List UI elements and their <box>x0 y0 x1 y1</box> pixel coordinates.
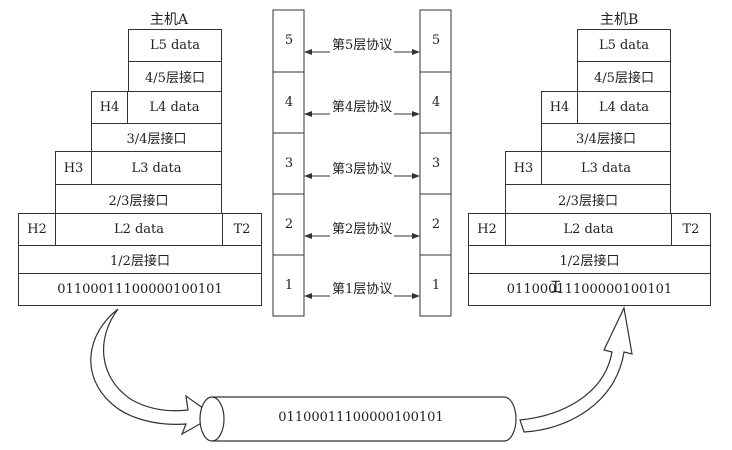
left-layer-3: 3 <box>284 156 294 171</box>
host-a-h3: H3 <box>55 151 92 185</box>
protocol-label-5: 第5层协议 <box>330 34 395 53</box>
host-b-h2: H2 <box>468 213 506 246</box>
left-layer-4: 4 <box>284 95 294 110</box>
right-layer-column <box>419 9 452 317</box>
medium-tube <box>212 396 517 442</box>
host-b-l2-data: L2 data <box>505 213 672 246</box>
protocol-label-3: 第3层协议 <box>330 158 395 177</box>
host-a-l3-data: L3 data <box>91 151 222 185</box>
host-a-if45: 4/5层接口 <box>128 61 222 92</box>
host-a-l4-data: L4 data <box>127 91 222 124</box>
right-layer-3: 3 <box>431 156 441 171</box>
right-layer-5: 5 <box>431 33 441 48</box>
host-a-if23: 2/3层接口 <box>55 184 222 214</box>
host-b-if45: 4/5层接口 <box>577 61 671 92</box>
host-b-l3-data: L3 data <box>541 151 671 185</box>
host-b-bitstream: 01100011100000100101 <box>468 273 711 306</box>
host-a-title: 主机A <box>150 12 189 28</box>
protocol-label-2: 第2层协议 <box>330 218 395 237</box>
host-a-t2: T2 <box>222 213 262 246</box>
protocol-label-1: 第1层协议 <box>330 278 395 297</box>
right-layer-4: 4 <box>431 95 441 110</box>
left-layer-column <box>272 9 305 317</box>
host-b-l5-data: L5 data <box>577 29 671 62</box>
right-curved-arrow <box>519 306 633 433</box>
host-b-title: 主机B <box>600 12 639 28</box>
text-cursor-icon: ⌶ <box>551 277 561 296</box>
left-layer-1: 1 <box>284 278 294 293</box>
host-b-if12: 1/2层接口 <box>468 245 711 274</box>
host-a-l2-data: L2 data <box>55 213 223 246</box>
host-b-if23: 2/3层接口 <box>505 184 671 214</box>
host-b-h4: H4 <box>541 91 578 124</box>
medium-bitstream: 01100011100000100101 <box>278 410 444 425</box>
protocol-label-4: 第4层协议 <box>330 96 395 115</box>
left-layer-2: 2 <box>284 217 294 232</box>
right-layer-2: 2 <box>431 217 441 232</box>
host-a-if34: 3/4层接口 <box>91 123 222 152</box>
host-b-t2: T2 <box>671 213 711 246</box>
host-a-if12: 1/2层接口 <box>18 245 262 274</box>
host-a-bitstream: 01100011100000100101 <box>18 273 262 306</box>
host-b-if34: 3/4层接口 <box>541 123 671 152</box>
left-curved-arrow <box>90 308 216 436</box>
left-layer-5: 5 <box>284 33 294 48</box>
right-layer-1: 1 <box>431 278 441 293</box>
host-b-h3: H3 <box>505 151 542 185</box>
